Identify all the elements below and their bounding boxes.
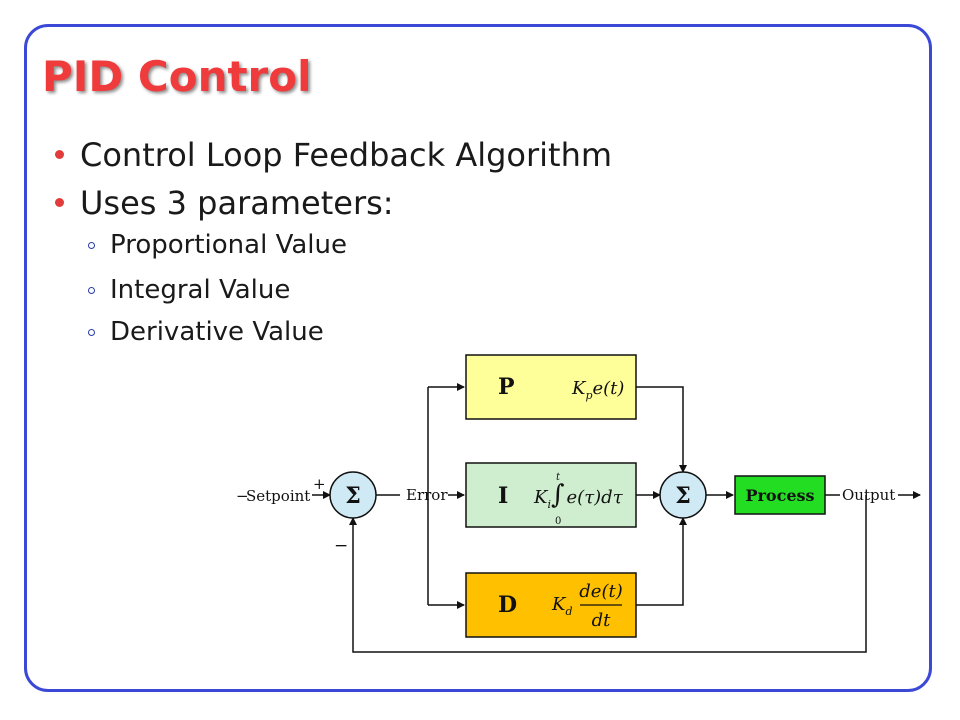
output-label: Output — [842, 486, 895, 504]
bullet-text: Uses 3 parameters: — [80, 184, 394, 222]
i-block-upper-limit: t — [556, 472, 561, 483]
bullet-dot-icon — [55, 198, 64, 207]
sum-symbol: Σ — [675, 483, 691, 509]
i-block-letter: I — [498, 483, 508, 509]
process-block — [734, 475, 826, 515]
process-label: Process — [745, 486, 814, 505]
d-block-denominator: dt — [592, 610, 612, 631]
error-label: Error — [406, 486, 448, 504]
setpoint-label: Setpoint — [246, 487, 310, 505]
p-block-formula: Kpe(t) — [571, 378, 624, 402]
p-block-letter: P — [498, 374, 515, 400]
diagram-connectors — [312, 383, 921, 653]
plus-sign: + — [313, 475, 326, 493]
slide-title: PID Control — [42, 52, 312, 101]
feedback-arrow — [349, 495, 867, 653]
setpoint-dash: − — [236, 487, 249, 505]
i-block-lower-limit: 0 — [555, 516, 561, 527]
sub-bullet-ring-icon — [88, 287, 95, 294]
sum-symbol: Σ — [345, 483, 361, 509]
bullet-dot-icon — [55, 150, 64, 159]
sub-bullet-ring-icon — [88, 242, 95, 249]
i-block — [465, 462, 637, 528]
d-to-sum-arrow — [636, 517, 687, 606]
sub-bullet-text: Integral Value — [110, 275, 291, 305]
d-block-numerator: de(t) — [579, 581, 622, 602]
sub-bullet-text: Proportional Value — [110, 230, 347, 260]
p-to-sum-arrow — [636, 386, 687, 473]
output-summing-junction — [659, 471, 707, 519]
sub-bullet-ring-icon — [88, 329, 95, 336]
p-block — [465, 354, 637, 420]
bullet-text: Control Loop Feedback Algorithm — [80, 136, 613, 174]
input-summing-junction — [329, 471, 377, 519]
sub-bullet-text: Derivative Value — [110, 317, 324, 347]
minus-sign: − — [334, 536, 348, 556]
d-block-letter: D — [498, 592, 517, 618]
